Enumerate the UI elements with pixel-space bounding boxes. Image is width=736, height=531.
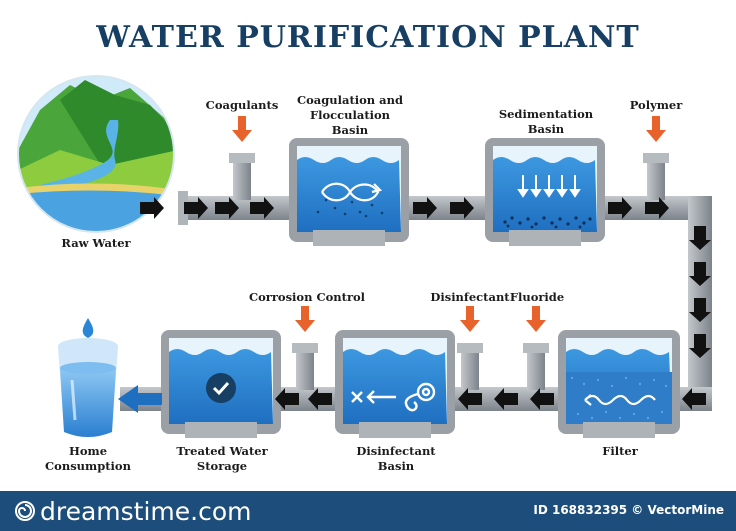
label-coagulants: Coagulants (205, 98, 279, 112)
input-arrows (232, 116, 666, 332)
label-treated-line2: Storage (196, 459, 248, 473)
filter-tank (558, 330, 680, 438)
coagulation-basin (289, 138, 409, 246)
footer-bar: dreamstime.com ID 168832395 © VectorMine (0, 491, 736, 531)
label-disinfectant-basin: Disinfectant Basin (336, 444, 456, 474)
label-dis-line1: Disinfectant (356, 444, 436, 458)
label-sed-line1: Sedimentation (498, 107, 594, 121)
label-raw-water: Raw Water (61, 236, 131, 250)
label-coagulation-basin: Coagulation and Flocculation Basin (290, 93, 410, 138)
label-sed-line2: Basin (527, 122, 565, 136)
label-corrosion-control: Corrosion Control (248, 290, 366, 304)
label-filter: Filter (602, 444, 638, 458)
flow-arrows (140, 197, 711, 410)
footer-brand: dreamstime.com (40, 497, 252, 526)
label-coag-line3: Basin (331, 123, 369, 137)
label-dis-line2: Basin (377, 459, 415, 473)
label-coag-line2: Flocculation (309, 108, 391, 122)
label-treated-line1: Treated Water (176, 444, 268, 458)
label-home-line2: Consumption (45, 459, 131, 473)
page-title: WATER PURIFICATION PLANT (96, 20, 640, 55)
disinfectant-basin (335, 330, 455, 438)
output-arrow (118, 385, 162, 413)
dreamstime-logo-icon (15, 501, 35, 521)
label-treated-water-storage: Treated Water Storage (162, 444, 282, 474)
check-icon (206, 373, 236, 403)
label-coag-line1: Coagulation and (296, 93, 404, 107)
home-consumption-cup (58, 318, 118, 437)
label-home-line1: Home (68, 444, 108, 458)
sedimentation-basin (485, 138, 605, 246)
label-disinfectant: Disinfectant (430, 290, 510, 304)
label-sedimentation-basin: Sedimentation Basin (486, 107, 606, 137)
label-home-consumption: Home Consumption (38, 444, 138, 474)
label-polymer: Polymer (629, 98, 683, 112)
label-fluoride: Fluoride (509, 290, 565, 304)
footer-credit: ID 168832395 © VectorMine (533, 503, 724, 517)
treated-water-storage-tank (161, 330, 281, 438)
